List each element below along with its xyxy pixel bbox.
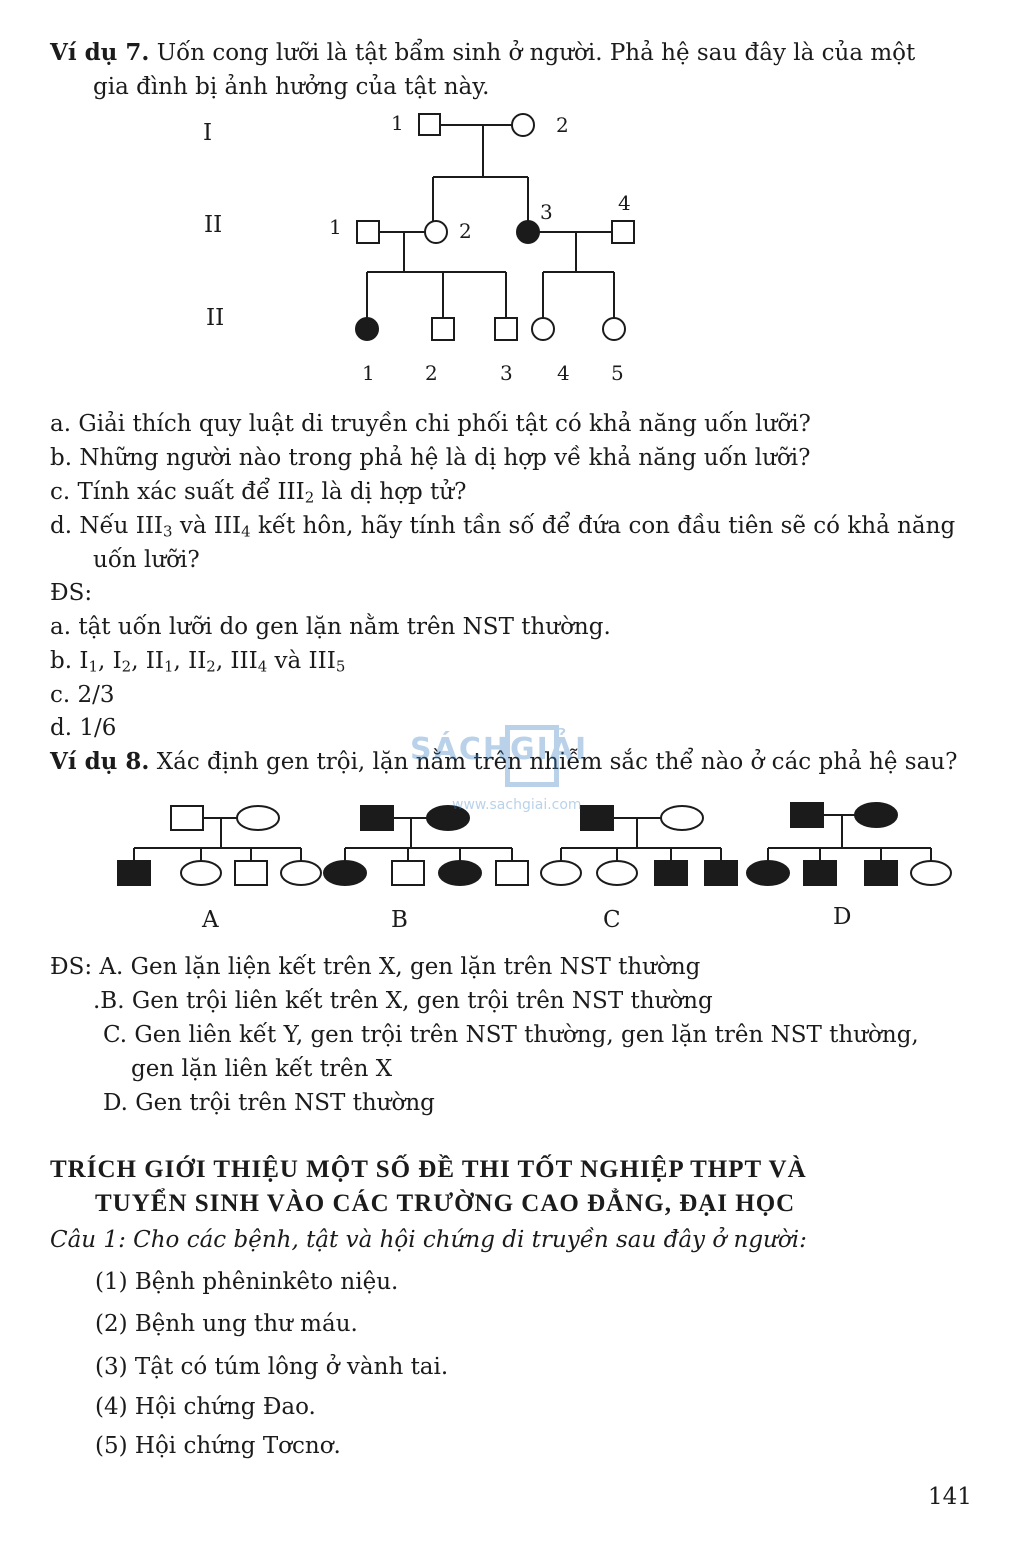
ex7-answer-heading: ĐS: [50, 580, 93, 606]
D-mother-affected [854, 802, 898, 828]
ex7-question-d: d. Nếu III3 và III4 kết hôn, hãy tính tầ… [50, 513, 956, 541]
label-I-1: 1 [391, 111, 404, 135]
ex7-intro-line2: gia đình bị ảnh hưởng của tật này. [93, 74, 490, 100]
A-child-2-daughter [180, 860, 222, 886]
label-II-2: 2 [459, 219, 472, 243]
ex7-intro-text: Uốn cong lưỡi là tật bẩm sinh ở người. P… [156, 40, 916, 66]
A-child-1-affected-son [117, 860, 151, 886]
ex7-answer-b: b. I1, I2, II1, II2, III4 và III5 [50, 648, 346, 676]
ex7-question-c: c. Tính xác suất để III2 là dị hợp tử? [50, 479, 467, 507]
ex8-title: Ví dụ 8. [50, 748, 150, 775]
watermark-url: www.sachgiai.com [452, 797, 582, 813]
label-III-5: 5 [611, 361, 624, 385]
B-child-2-son [391, 860, 425, 886]
ex7-answer-d: d. 1/6 [50, 715, 117, 741]
pedigree-ex7 [355, 113, 635, 341]
page-number: 141 [928, 1484, 972, 1510]
C-mother [660, 805, 704, 831]
list-item: (1) Bệnh phêninkêto niệu. [95, 1269, 399, 1295]
C-child-3-affected-son [654, 860, 688, 886]
ex8-question: Ví dụ 8. Xác định gen trội, lặn nằm trên… [50, 747, 957, 777]
label-III-1: 1 [362, 361, 375, 385]
ex8-answer-C: C. Gen liên kết Y, gen trội trên NST thư… [103, 1022, 919, 1048]
gen-label-II: II [204, 212, 223, 238]
ex7-answer-a: a. tật uốn lưỡi do gen lặn nằm trên NST … [50, 614, 611, 640]
label-I-2: 2 [556, 113, 569, 137]
ex8-answer-A: ĐS: A. Gen lặn liện kết trên X, gen lặn … [50, 954, 701, 980]
ex7-intro-line1: Ví dụ 7. Uốn cong lưỡi là tật bẩm sinh ở… [50, 38, 915, 68]
II-2-female [424, 220, 448, 244]
A-mother [236, 805, 280, 831]
label-II-1: 1 [329, 215, 342, 239]
watermark-brand: SÁCHGIẢI [410, 732, 589, 767]
label-III-2: 2 [425, 361, 438, 385]
D-child-1-affected-daughter [746, 860, 790, 886]
ex7-title: Ví dụ 7. [50, 39, 150, 66]
watermark-logo: SÁCHGIẢI www.sachgiai.com [410, 725, 615, 815]
C-child-2-daughter [596, 860, 638, 886]
ex7-question-a: a. Giải thích quy luật di truyền chi phố… [50, 411, 811, 437]
ex8-answer-B: .B. Gen trội liên kết trên X, gen trội t… [93, 988, 713, 1014]
pedigree-label-D: D [833, 904, 852, 930]
pedigree-label-B: B [391, 907, 408, 933]
D-child-4-daughter [910, 860, 952, 886]
gen-label-III: II [206, 305, 225, 331]
section-heading-line2: TUYỂN SINH VÀO CÁC TRƯỜNG CAO ĐẲNG, ĐẠI … [95, 1190, 796, 1217]
B-father-affected [360, 805, 394, 831]
B-child-1-affected-daughter [323, 860, 367, 886]
III-4-female [531, 317, 555, 341]
pedigrees-ex8 [117, 802, 952, 886]
III-5-female [602, 317, 626, 341]
I-1-male [418, 113, 441, 136]
III-2-male [431, 317, 455, 341]
ex8-answer-D: D. Gen trội trên NST thường [103, 1090, 435, 1116]
pedigree-label-C: C [603, 907, 621, 933]
ex7-question-b: b. Những người nào trong phả hệ là dị hợ… [50, 445, 811, 471]
D-father-affected [790, 802, 824, 828]
A-child-4-daughter [280, 860, 322, 886]
I-2-female [511, 113, 535, 137]
ex8-question-text: Xác định gen trội, lặn nằm trên nhiễm sắ… [156, 749, 958, 775]
B-child-4-son [495, 860, 529, 886]
ex7-answer-c: c. 2/3 [50, 682, 115, 708]
label-II-4: 4 [618, 191, 631, 215]
question-1: Câu 1: Cho các bệnh, tật và hội chứng di… [50, 1227, 807, 1253]
ex8-answer-C-line2: gen lặn liên kết trên X [131, 1056, 393, 1082]
D-child-3-affected-son [864, 860, 898, 886]
label-III-3: 3 [500, 361, 513, 385]
III-1-affected-female [355, 317, 379, 341]
label-II-3: 3 [540, 200, 553, 224]
gen-label-I: I [203, 120, 213, 146]
A-child-3-son [234, 860, 268, 886]
II-4-male [611, 220, 635, 244]
A-father [170, 805, 204, 831]
list-item: (2) Bệnh ung thư máu. [95, 1311, 358, 1337]
label-III-4: 4 [557, 361, 570, 385]
list-item: (5) Hội chứng Tơcnơ. [95, 1433, 341, 1459]
C-father-affected [580, 805, 614, 831]
II-1-male [356, 220, 380, 244]
B-child-3-affected-daughter [438, 860, 482, 886]
C-child-1-daughter [540, 860, 582, 886]
D-child-2-affected-son [803, 860, 837, 886]
ex7-question-d-line2: uốn lưỡi? [93, 547, 200, 573]
III-3-male [494, 317, 518, 341]
C-child-4-affected-son [704, 860, 738, 886]
II-3-affected-female [516, 220, 540, 244]
pedigree-label-A: A [202, 907, 219, 933]
section-heading-line1: TRÍCH GIỚI THIỆU MỘT SỐ ĐỀ THI TỐT NGHIỆ… [50, 1156, 807, 1183]
list-item: (3) Tật có túm lông ở vành tai. [95, 1354, 449, 1380]
list-item: (4) Hội chứng Đao. [95, 1394, 316, 1420]
